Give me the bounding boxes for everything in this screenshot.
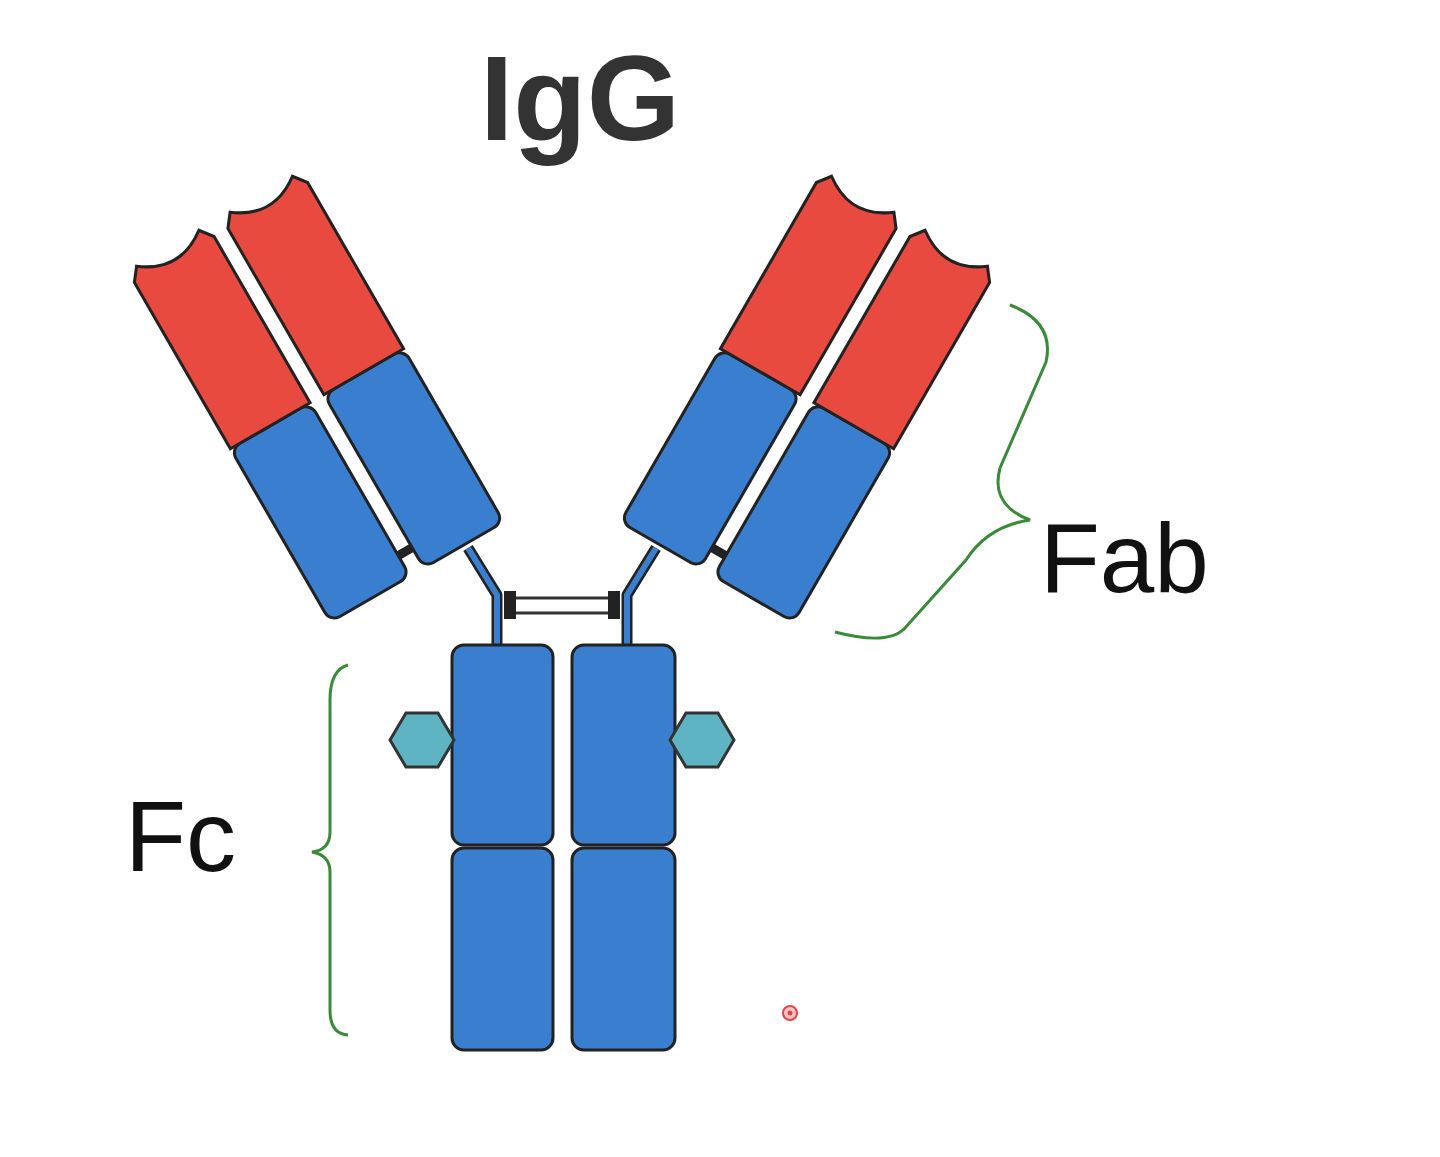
region-label: Fab [1040, 509, 1209, 607]
region-label: Fc [125, 786, 236, 886]
title-text: IgG [480, 38, 680, 158]
